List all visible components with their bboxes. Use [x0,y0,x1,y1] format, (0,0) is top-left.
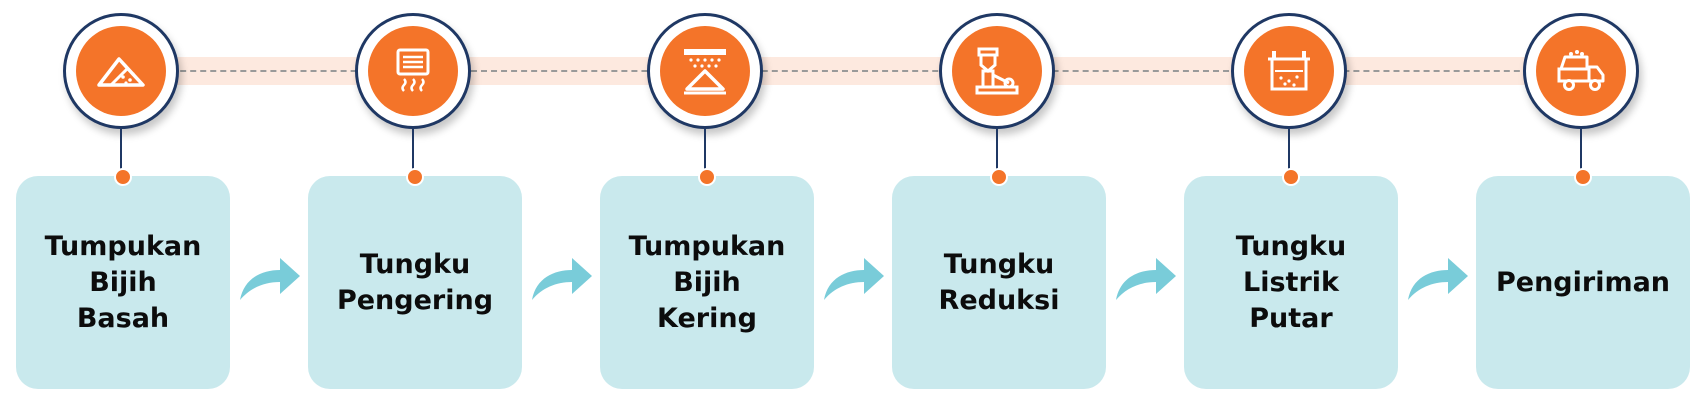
icon-disc [952,26,1042,116]
stage-card: Tungku Listrik Putar [1184,176,1398,389]
stage-label: Tumpukan Bijih Basah [44,230,202,334]
connector-dot [698,168,716,186]
flow-arrow-icon [1116,258,1176,300]
connector-stem [996,129,998,171]
reduction-furnace-icon [975,47,1019,95]
icon-ring [1231,13,1347,129]
dump-truck-icon [1557,50,1605,91]
icon-disc [1244,26,1334,116]
connector-stem [1288,129,1290,171]
stage-card: Tumpukan Bijih Kering [600,176,814,389]
stage-dry-ore-pile: Tumpukan Bijih Kering [600,0,814,400]
ore-pile-icon [97,57,145,87]
connector-dot [1282,168,1300,186]
stage-card: Tumpukan Bijih Basah [16,176,230,389]
stage-label: Pengiriman [1495,266,1671,298]
icon-ring [1523,13,1639,129]
connector-dot [1574,168,1592,186]
flow-arrow-icon [1408,258,1468,300]
dry-ore-pile-icon [684,49,726,95]
stage-rotary-electric-furnace: Tungku Listrik Putar [1184,0,1398,400]
stage-shipping: Pengiriman [1476,0,1690,400]
connector-stem [1580,129,1582,171]
dryer-icon [396,48,430,92]
icon-ring [355,13,471,129]
connector-dot [114,168,132,186]
stage-card: Pengiriman [1476,176,1690,389]
flow-arrow-icon [240,258,300,300]
connector-stem [120,129,122,171]
stage-label: Tumpukan Bijih Kering [628,230,786,334]
timeline-dashed-line [120,70,1580,72]
stage-dryer-furnace: Tungku Pengering [308,0,522,400]
connector-stem [412,129,414,171]
stage-label: Tungku Listrik Putar [1235,230,1347,334]
flow-arrow-icon [824,258,884,300]
stage-card: Tungku Pengering [308,176,522,389]
stage-reduction-furnace: Tungku Reduksi [892,0,1106,400]
icon-disc [368,26,458,116]
icon-disc [76,26,166,116]
electric-furnace-icon [1268,51,1310,91]
icon-ring [63,13,179,129]
connector-stem [704,129,706,171]
icon-disc [1536,26,1626,116]
icon-ring [647,13,763,129]
stage-label: Tungku Pengering [336,248,494,316]
connector-dot [990,168,1008,186]
flow-arrow-icon [532,258,592,300]
icon-ring [939,13,1055,129]
connector-dot [406,168,424,186]
icon-disc [660,26,750,116]
stage-wet-ore-pile: Tumpukan Bijih Basah [16,0,230,400]
stage-label: Tungku Reduksi [938,248,1060,316]
stage-card: Tungku Reduksi [892,176,1106,389]
